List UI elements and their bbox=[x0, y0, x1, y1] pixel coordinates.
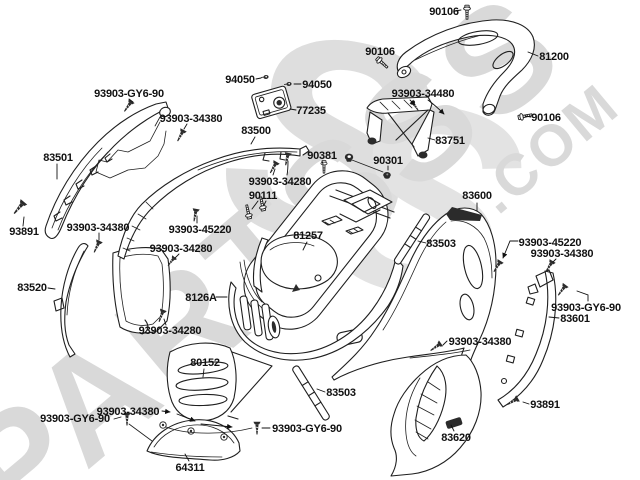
nut-icon bbox=[383, 172, 391, 179]
part-83503-rod-upper bbox=[393, 213, 431, 265]
part-81200-carrier bbox=[396, 19, 535, 116]
part-label: 93903-34380 bbox=[160, 113, 223, 125]
part-label: 90106 bbox=[429, 6, 459, 18]
part-label: 90111 bbox=[249, 190, 277, 202]
part-label: 8126A bbox=[185, 292, 217, 304]
part-83620-inner-cover bbox=[390, 354, 482, 477]
part-label: 81200 bbox=[539, 51, 569, 63]
part-label: 93903-GY6-90 bbox=[94, 88, 164, 100]
part-label: 93903-34380 bbox=[67, 222, 130, 234]
part-83520-trim bbox=[53, 243, 89, 358]
part-64311-under-cover bbox=[128, 419, 253, 461]
part-label: 83501 bbox=[43, 152, 73, 164]
part-label: 83520 bbox=[17, 282, 47, 294]
screw-icon bbox=[90, 239, 104, 255]
part-label: 81257 bbox=[293, 230, 323, 242]
part-label: 93903-34480 bbox=[392, 88, 455, 100]
part-label: 93903-GY6-90 bbox=[272, 423, 342, 435]
part-label: 83620 bbox=[441, 432, 471, 444]
part-77235-lock-plate bbox=[251, 85, 292, 120]
part-label: 83751 bbox=[435, 135, 465, 147]
part-label: 93903-GY6-90 bbox=[551, 302, 621, 314]
part-label: 83503 bbox=[426, 238, 456, 250]
part-label: 93903-45220 bbox=[169, 224, 232, 236]
part-label: 90106 bbox=[531, 112, 561, 124]
part-label: 94050 bbox=[225, 74, 255, 86]
screw-icon bbox=[174, 127, 188, 144]
part-label: 93903-34280 bbox=[249, 176, 312, 188]
part-label: 83601 bbox=[560, 313, 590, 325]
part-label: 77235 bbox=[296, 105, 326, 117]
screw-icon bbox=[253, 421, 261, 435]
screw-icon bbox=[121, 98, 135, 114]
screw-icon bbox=[10, 198, 28, 217]
part-83503-rod-lower bbox=[292, 365, 330, 421]
part-label: 93903-34380 bbox=[97, 406, 160, 418]
part-label: 90381 bbox=[307, 150, 337, 162]
part-label: 93903-45220 bbox=[519, 237, 582, 249]
part-label: 93903-34380 bbox=[449, 336, 512, 348]
hardware bbox=[10, 4, 569, 435]
part-8126a-luggage-box bbox=[228, 170, 404, 361]
part-label: 93903-34380 bbox=[531, 248, 594, 260]
part-lid-panel bbox=[112, 247, 171, 335]
part-83600-body-cover bbox=[331, 207, 497, 383]
part-label: 93903-GY6-90 bbox=[40, 413, 110, 425]
part-label: 93891 bbox=[9, 226, 39, 238]
part-80152-center-cover bbox=[166, 342, 273, 422]
part-label: 83600 bbox=[462, 190, 492, 202]
part-83751-bracket bbox=[366, 96, 435, 159]
part-83500-garnish-strip bbox=[117, 145, 310, 260]
leader-lines bbox=[22, 9, 589, 462]
part-83501-front-garnish bbox=[44, 101, 171, 240]
part-label: 93903-34280 bbox=[139, 325, 202, 337]
part-label: 83500 bbox=[241, 125, 271, 137]
part-label: 83503 bbox=[326, 387, 356, 399]
part-label: 93903-34280 bbox=[150, 243, 213, 255]
part-label: 93891 bbox=[530, 399, 560, 411]
part-label: 90301 bbox=[373, 155, 403, 167]
part-label: 94050 bbox=[302, 79, 332, 91]
part-labels: 90106 81200 90106 90106 94050 94050 7723… bbox=[9, 6, 621, 474]
screw-icon bbox=[554, 282, 569, 298]
part-label: 90106 bbox=[365, 46, 395, 58]
part-label: 64311 bbox=[176, 462, 205, 474]
part-label: 80152 bbox=[190, 357, 220, 369]
part-83601-trim-strip bbox=[497, 269, 557, 408]
